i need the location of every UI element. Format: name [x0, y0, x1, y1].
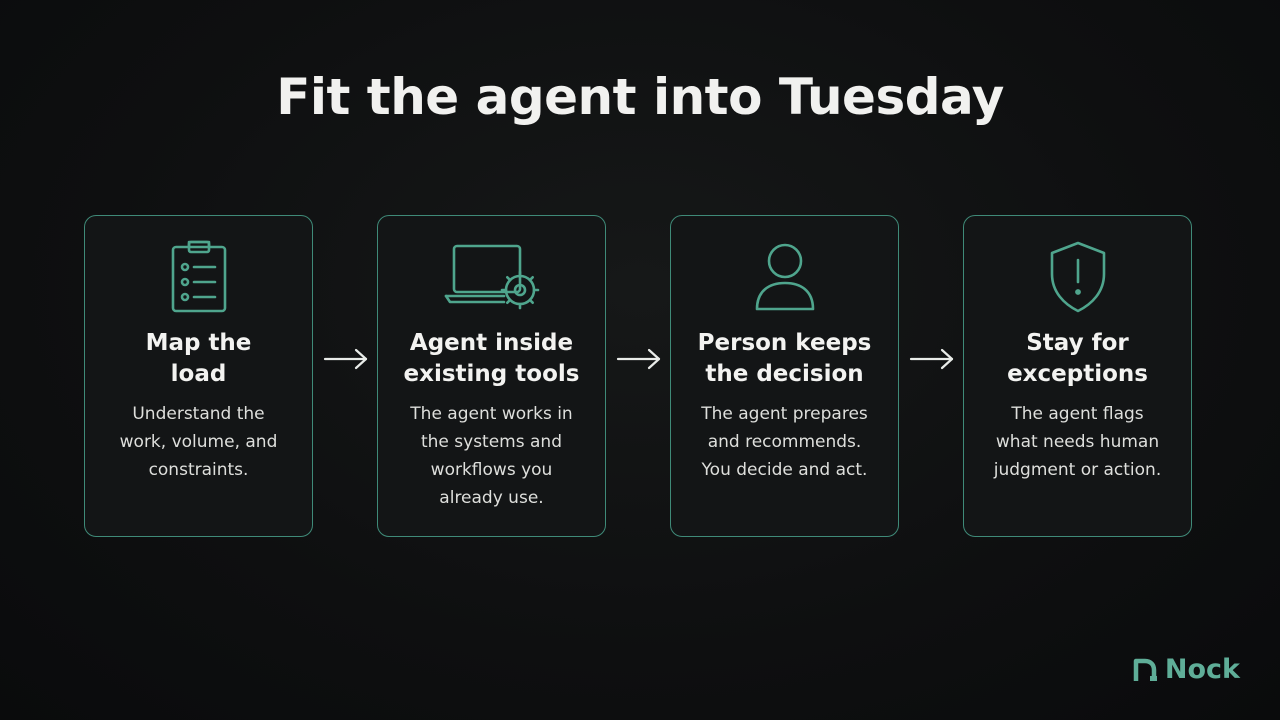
step-title: Person keeps the decision	[697, 330, 872, 387]
nock-logo-icon	[1133, 658, 1157, 681]
step-title: Map the load	[145, 330, 252, 387]
arrow-right-icon	[322, 347, 370, 371]
step-description: The agent works in the systems and workf…	[410, 404, 573, 508]
shield-alert-icon	[964, 238, 1191, 316]
step-description: The agent prepares and recommends. You d…	[701, 404, 868, 480]
step-card-exceptions: Stay for exceptions The agent flags what…	[963, 215, 1192, 537]
brand-logo: Nock	[1133, 654, 1240, 685]
step-description: Understand the work, volume, and constra…	[119, 404, 278, 480]
arrow-right-icon	[908, 347, 956, 371]
step-title: Stay for exceptions	[1007, 330, 1148, 387]
arrow-right-icon	[615, 347, 663, 371]
page-title: Fit the agent into Tuesday	[276, 68, 1004, 126]
step-card-agent-tools: Agent inside existing tools The agent wo…	[377, 215, 606, 537]
clipboard-list-icon	[85, 238, 312, 316]
step-card-map-load: Map the load Understand the work, volume…	[84, 215, 313, 537]
step-description: The agent flags what needs human judgmen…	[993, 404, 1162, 480]
laptop-gear-icon	[378, 238, 605, 316]
brand-name: Nock	[1164, 654, 1240, 685]
step-title: Agent inside existing tools	[403, 330, 580, 387]
person-icon	[671, 238, 898, 316]
step-card-person-decision: Person keeps the decision The agent prep…	[670, 215, 899, 537]
